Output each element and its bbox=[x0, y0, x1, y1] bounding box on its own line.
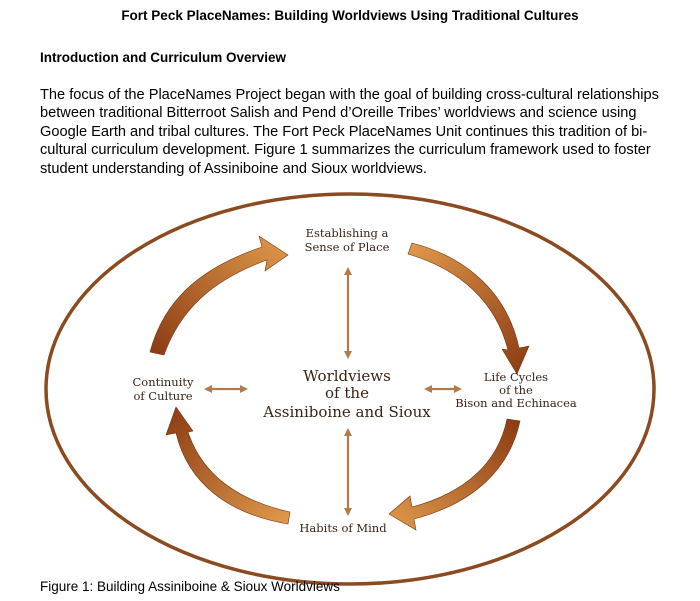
center-line2: of the bbox=[325, 384, 369, 402]
center-line3: Assiniboine and Sioux bbox=[262, 403, 431, 421]
node-right-line1: Life Cycles bbox=[484, 370, 548, 384]
cycle-arrow-top-right bbox=[407, 242, 530, 375]
node-left-line2: of Culture bbox=[133, 389, 192, 403]
center-line1: Worldviews bbox=[303, 367, 391, 385]
cycle-arrow-top-left bbox=[149, 235, 289, 356]
node-right-line3: Bison and Echinacea bbox=[455, 396, 577, 410]
node-bottom-line1: Habits of Mind bbox=[299, 521, 387, 535]
intro-paragraph: The focus of the PlaceNames Project bega… bbox=[40, 87, 659, 177]
cycle-arrow-bottom-right bbox=[388, 418, 521, 531]
figure-caption: Figure 1: Building Assiniboine & Sioux W… bbox=[40, 579, 340, 594]
outer-ellipse bbox=[44, 192, 656, 586]
node-top-line1: Establishing a bbox=[306, 226, 389, 240]
section-heading: Introduction and Curriculum Overview bbox=[40, 50, 287, 65]
node-left-line1: Continuity bbox=[132, 375, 194, 389]
document-title: Fort Peck PlaceNames: Building Worldview… bbox=[121, 8, 579, 23]
node-top-line2: Sense of Place bbox=[305, 240, 390, 254]
cycle-arrow-bottom-left bbox=[165, 406, 291, 525]
node-right-line2: of the bbox=[499, 383, 533, 397]
